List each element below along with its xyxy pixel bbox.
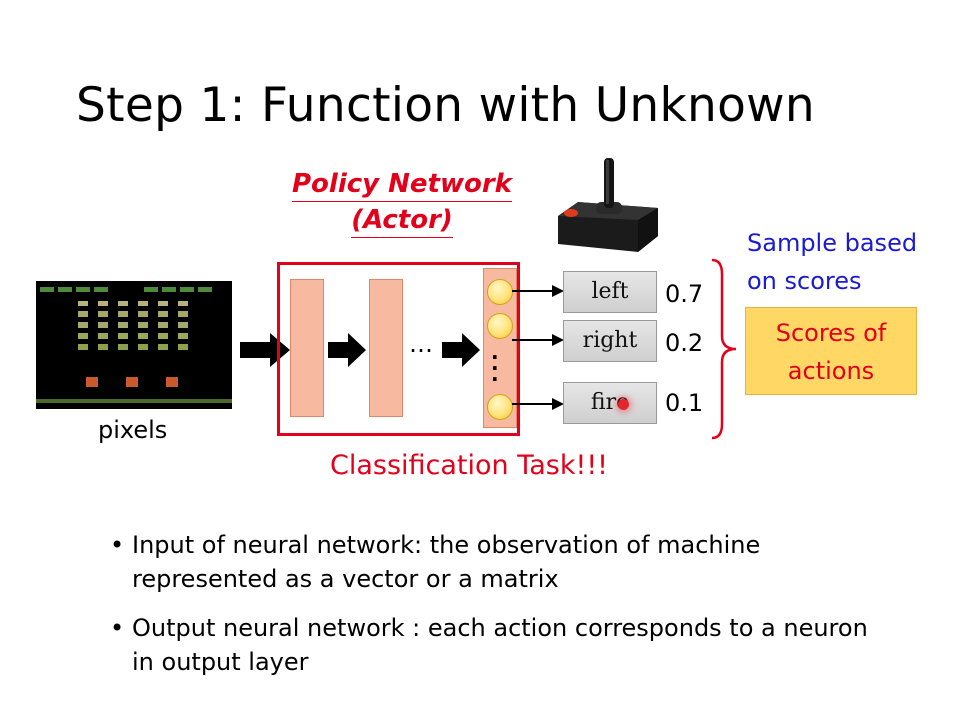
- actor-label: (Actor): [351, 203, 453, 238]
- action-fire: fire: [563, 382, 657, 424]
- arrow-to-right: [512, 334, 564, 346]
- policy-network-heading: Policy Network (Actor): [282, 166, 522, 238]
- scores-of-actions-box: Scores of actions: [745, 307, 917, 395]
- action-left: left: [563, 271, 657, 313]
- atari-joystick-icon: [558, 158, 658, 252]
- layers-ellipsis: …: [409, 330, 433, 358]
- score-fire: 0.1: [665, 389, 704, 417]
- bullet-output-text: Output neural network : each action corr…: [132, 614, 868, 676]
- space-invaders-screen: [36, 281, 232, 409]
- bullet-dot: •: [110, 531, 125, 559]
- slide-title: Step 1: Function with Unknown: [76, 78, 816, 133]
- scores-line-2: actions: [787, 357, 875, 385]
- sample-line-1: Sample based: [747, 229, 918, 257]
- output-neuron-right: [487, 313, 513, 339]
- arrow-layer1-to-layer2: [328, 333, 366, 367]
- hidden-layer-1: [290, 279, 324, 417]
- action-right: right: [563, 320, 657, 362]
- arrow-to-left: [512, 285, 564, 297]
- neuron-vertical-dots: ···: [491, 345, 499, 391]
- hidden-layer-2: [369, 279, 403, 417]
- output-neuron-fire: [487, 394, 513, 420]
- bullet-output: • Output neural network : each action co…: [110, 611, 870, 679]
- score-right: 0.2: [665, 329, 704, 357]
- bullet-input: • Input of neural network: the observati…: [110, 528, 870, 596]
- output-neuron-left: [487, 279, 513, 305]
- bullet-input-text: Input of neural network: the observation…: [132, 531, 761, 593]
- pixels-label: pixels: [98, 416, 168, 444]
- arrow-ellipsis-to-output: [442, 333, 480, 367]
- scores-line-1: Scores of: [775, 319, 887, 347]
- right-brace: [711, 258, 737, 440]
- classification-task-label: Classification Task!!!: [330, 450, 608, 481]
- laser-pointer-dot: [618, 399, 629, 410]
- score-left: 0.7: [665, 280, 704, 308]
- bullet-dot: •: [110, 614, 125, 642]
- sample-based-on-scores: Sample based on scores: [747, 224, 917, 300]
- arrow-to-fire: [512, 398, 564, 410]
- policy-network-box: [277, 262, 520, 436]
- policy-network-label: Policy Network: [292, 167, 512, 202]
- sample-line-2: on scores: [747, 267, 862, 295]
